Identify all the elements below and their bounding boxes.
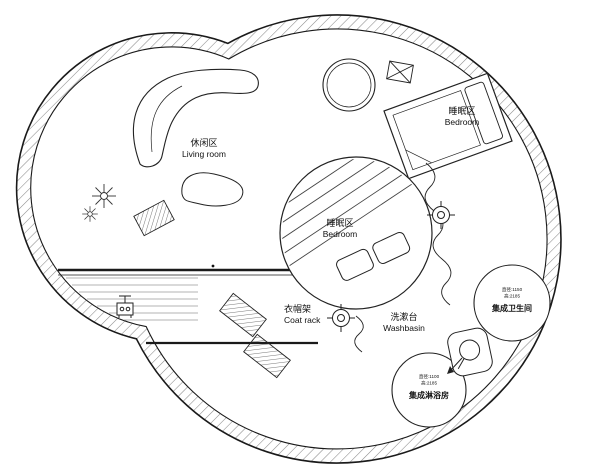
ceiling-light-icon-2 [327, 304, 355, 332]
coat-rack-label-en: Coat rack [284, 315, 321, 325]
bathroom-pod: 直径:1150 高:2185 集成卫生间 [473, 264, 551, 342]
arrow-icon [447, 357, 463, 374]
plant-icon [92, 184, 116, 208]
side-table [386, 60, 414, 84]
washbasin-label-en: Washbasin [383, 323, 425, 333]
washbasin-label-zh: 洗漱台 [390, 311, 417, 322]
curved-sofa [132, 68, 259, 168]
deck-texture [66, 277, 198, 321]
door-marker [211, 264, 215, 268]
bathroom-pod-spec1: 直径:1150 [502, 286, 523, 292]
bed-platform [279, 156, 433, 310]
upper-bedroom-label-zh: 睡眠区 [448, 105, 475, 116]
living-room: 休闲区 Living room [82, 68, 259, 237]
pillows [336, 231, 411, 281]
coat-rack-box-2 [243, 333, 291, 379]
washbasin-unit [447, 327, 493, 377]
bathroom-pod-spec2: 高:2185 [504, 293, 521, 300]
center-bedroom-label-zh: 睡眠区 [326, 217, 353, 228]
plant-icon-small [82, 206, 98, 222]
coffee-table [181, 172, 244, 207]
coat-rack-area: 衣帽架 Coat rack [219, 292, 321, 379]
bathroom-area: 直径:1150 高:2185 集成卫生间 直径:1100 高:2185 集成淋浴… [383, 264, 551, 428]
bed-upper [383, 72, 513, 180]
curtain-line [424, 162, 452, 306]
living-room-label-zh: 休闲区 [190, 137, 217, 148]
shower-pod: 直径:1100 高:2185 集成淋浴房 [391, 352, 467, 428]
entry-area [58, 264, 318, 345]
living-room-label-en: Living room [182, 149, 226, 159]
ceiling-light-icon [427, 201, 455, 229]
shower-pod-name: 集成淋浴房 [408, 390, 449, 400]
bathroom-pod-name: 集成卫生间 [491, 303, 532, 313]
ottoman [133, 199, 175, 237]
stove-icon [116, 295, 134, 318]
coat-rack-box-1 [219, 292, 267, 338]
shower-pod-spec2: 高:2185 [421, 380, 438, 387]
center-bedroom: 睡眠区 Bedroom [279, 156, 455, 353]
upper-bedroom: 睡眠区 Bedroom [322, 58, 513, 180]
center-bedroom-label-en: Bedroom [323, 229, 358, 239]
upper-bedroom-label-en: Bedroom [445, 117, 480, 127]
curtain-line-short [354, 315, 364, 353]
sofa-seat-line [150, 85, 183, 153]
coat-rack-label-zh: 衣帽架 [284, 303, 311, 314]
shower-pod-spec1: 直径:1100 [419, 373, 440, 379]
round-table [322, 58, 376, 112]
